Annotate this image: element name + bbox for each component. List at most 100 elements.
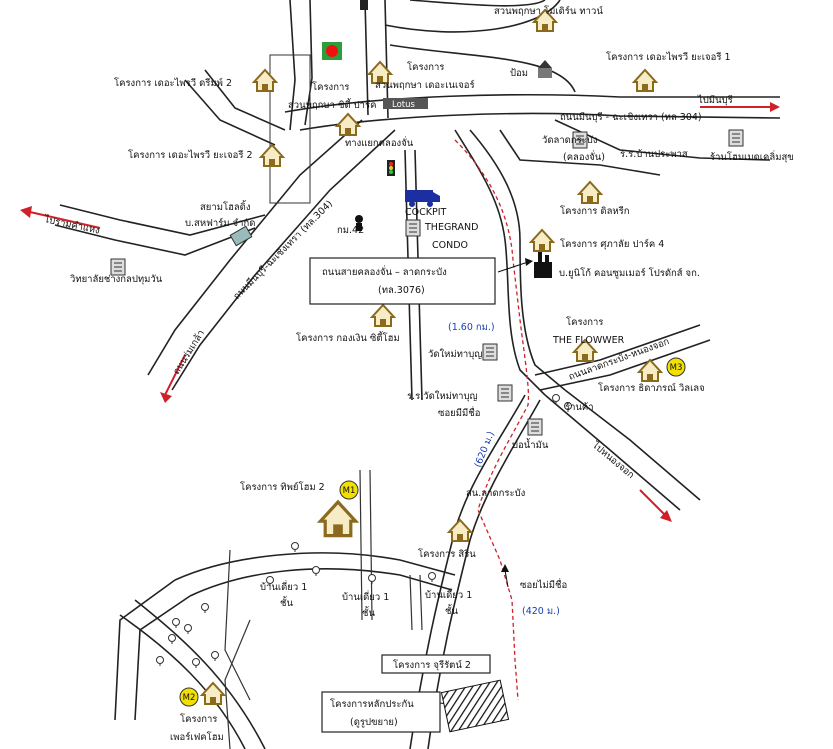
label-dist-1: (1.60 กม.) (448, 322, 495, 333)
label-lotus: Lotus (392, 100, 416, 110)
callout-box-road (309, 257, 496, 305)
pom-icon (538, 60, 552, 78)
label-soi-mimi-2: ซอยไม่มีชื่อ (520, 578, 567, 591)
label-breeze-1: โครงการ เดอะไพรวี ยะเจอรี 1 (606, 51, 730, 63)
bigc-logo (322, 42, 342, 60)
arrow-to-south (160, 354, 186, 403)
house-icon (578, 181, 602, 204)
callout-box-main (321, 691, 441, 733)
label-wat: วัดลาดกระบัง (542, 135, 597, 146)
label-grand-1: THEGRAND (424, 222, 478, 233)
truck-icon (405, 190, 440, 207)
label-main-1: โครงการหลักประกัน (330, 698, 414, 710)
label-suan-nature: สวนพฤกษา เดอะเนเจอร์ (375, 79, 475, 91)
label-project-2: โครงการ (407, 61, 444, 73)
label-main-2: (ดูรูปขยาย) (350, 717, 398, 728)
label-perfect-1: โครงการ (180, 713, 217, 725)
building-icon (527, 418, 543, 436)
label-house-2a: บ้านเดี่ยว 1 (342, 590, 389, 603)
label-house-3b: ชั้น (445, 604, 458, 617)
label-flower-1: โครงการ (566, 316, 603, 328)
house-icon (633, 69, 657, 92)
lotus-logo (383, 98, 428, 109)
label-vocational: วิทยาลัยช่างกลปทุมวัน (69, 274, 162, 285)
label-house-1b: ชั้น (280, 596, 293, 609)
label-dist-3: (420 ม.) (522, 606, 560, 617)
label-breeze-park-2: โครงการ เดอะไพรวี ดรีมพ์ 2 (114, 77, 232, 89)
site-plot (440, 679, 510, 733)
badge-m3: M3 (666, 357, 686, 377)
house-icon (201, 682, 225, 705)
label-to-minburi: ไปมีนบุรี (697, 94, 733, 106)
label-house-2b: ชั้น (362, 606, 375, 619)
house-icon (448, 519, 472, 542)
label-siam-1: สยามโฮลดิ้ง (200, 200, 251, 213)
building-icon (728, 129, 744, 147)
label-house-3a: บ้านเดี่ยว 1 (425, 588, 472, 601)
house-icon (530, 229, 554, 252)
label-breeze-2: โครงการ เดอะไพรวี ยะเจอรี 2 (128, 149, 252, 161)
label-siam-2: บ.สหฟาร์ม จำกัด (185, 217, 255, 229)
label-school: ร.ร.บ้านประพาส (620, 149, 688, 160)
label-to-nongchok: ไปหนองจอก (589, 438, 637, 481)
label-tiplee-2: โครงการ ทิพย์โฮม 2 (240, 481, 325, 493)
traffic-light-icon (387, 160, 395, 176)
building-icon (405, 219, 421, 237)
label-project-condo: โครงการ ดิลหรีก (560, 205, 630, 217)
factory-icon (534, 252, 552, 278)
label-factory: บ.ยูนิโก้ คอนซูมเมอร์ โปรดักส์ จก. (559, 267, 700, 279)
building-icon (497, 384, 513, 402)
label-tanaporn: โครงการ ธิดาภรณ์ วิลเลจ (598, 382, 705, 394)
callout-line1: ถนนสายคลองจั่น – ลาดกระบัง (322, 265, 447, 278)
label-perfect-2: เพอร์เฟคโฮม (170, 731, 224, 743)
label-siri: โครงการ สิริน (418, 548, 476, 560)
label-grand-2: CONDO (432, 240, 468, 251)
label-suan-top: สวนพฤกษา โมเดิร์น ทาวน์ (494, 5, 603, 17)
label-project: โครงการ (312, 81, 349, 93)
house-icon-large (318, 500, 358, 538)
label-well: บ่อน้ำมัน (512, 438, 549, 451)
label-wat-sub: (คลองจั่น) (563, 150, 605, 163)
person-icon (355, 215, 363, 231)
label-soi-mimi: ซอยมีมีชื่อ (438, 406, 480, 419)
label-temple2: วัดใหม่ทาบุญ (428, 348, 482, 360)
label-charoen: โครงการ จุรีรัตน์ 2 (393, 659, 471, 671)
label-flower-2: THE FLOWWER (552, 335, 625, 346)
arrow-to-ramkhamhaeng (20, 206, 101, 229)
arrow-to-minburi (700, 102, 780, 112)
label-cockpit: COCKPIT (405, 207, 447, 218)
label-school-2: ร.ร.วัดใหม่ทาบุญ (407, 390, 478, 402)
label-road-rama9: ถนนร่มเกล้า (171, 328, 207, 376)
svg-text:M1: M1 (343, 486, 356, 496)
road-minburi-north-edge (284, 94, 780, 113)
label-junction: ทางแยกคลองจั่น (345, 136, 414, 149)
building-icon (110, 258, 126, 276)
house-icon (260, 144, 284, 167)
route-path (454, 139, 530, 701)
arrow-to-nongchok (639, 489, 672, 522)
badge-m1: M1 (339, 480, 359, 500)
label-police: สน.ลาดกระบัง (466, 488, 525, 499)
house-icon (253, 69, 277, 92)
house-icon (371, 304, 395, 327)
label-road-minburi: ถนนมีนบุรี - ฉะเชิงเทรา (ทล 304) (560, 111, 702, 123)
road-diagonal-se-edge (171, 129, 396, 391)
label-market: ร้านโฮมเมดเคลิ่มสุข (710, 150, 794, 163)
house-icon (336, 113, 360, 136)
label-house-1a: บ้านเดี่ยว 1 (260, 580, 307, 593)
label-to-ramkhamhaeng: ไปรามคำแหง (42, 213, 100, 237)
label-kongkhen: โครงการ กองเงิน ซิตี้โฮม (296, 331, 400, 344)
badge-m2: M2 (179, 687, 199, 707)
label-km42: กม.42 (337, 225, 364, 236)
label-project-supalai: โครงการ ศุภาลัย ปาร์ค 4 (560, 238, 664, 250)
svg-text:M2: M2 (183, 693, 196, 703)
label-shop: ร้านค้า (565, 402, 594, 413)
road-diagonal-nw-edge (147, 119, 363, 376)
callout-box-charoen (381, 654, 491, 674)
label-suan-city-park: สวนพฤกษา ซิตี้ ปาร์ค (288, 98, 376, 111)
road-minburi-south-edge (299, 112, 781, 131)
callout-line2: (ทล.3076) (378, 285, 425, 296)
traffic-light-icon (360, 0, 368, 10)
